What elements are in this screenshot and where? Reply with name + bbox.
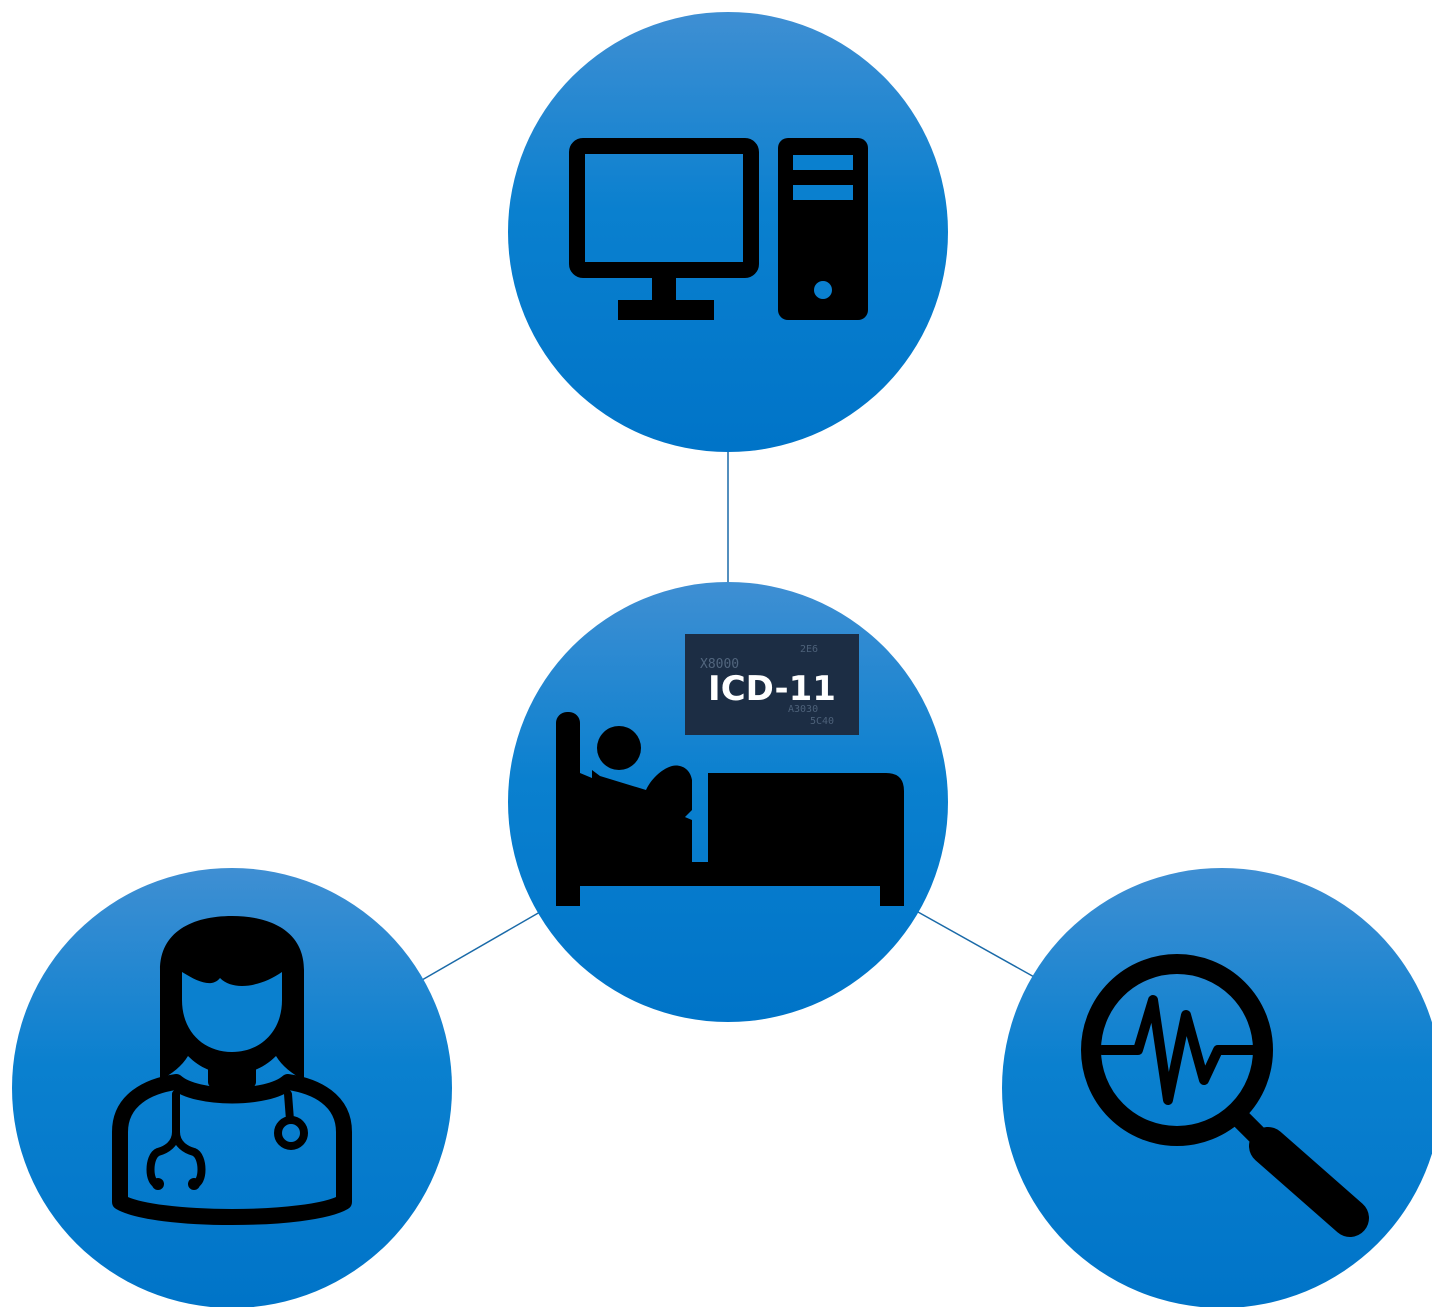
magnifier-heartbeat-icon [1081, 954, 1369, 1237]
node-analysis [1002, 868, 1432, 1307]
icd11-badge-label: ICD-11 [708, 669, 836, 709]
connector-right [917, 911, 1037, 979]
node-patient: X8000 2E6 A3030 5C40 ICD-11 [508, 582, 948, 1022]
icd11-badge-background [685, 634, 859, 735]
badge-code-2: 2E6 [800, 644, 818, 655]
node-computer [508, 12, 948, 452]
badge-code-1: X8000 [700, 657, 739, 672]
female-doctor-stethoscope-icon [112, 916, 352, 1225]
node-analysis-circle [1002, 868, 1432, 1307]
connector-left [421, 911, 541, 981]
desktop-computer-icon [569, 138, 868, 320]
icd11-badge: X8000 2E6 A3030 5C40 ICD-11 [685, 634, 859, 735]
badge-code-4: 5C40 [810, 716, 834, 727]
node-computer-circle [508, 12, 948, 452]
badge-code-3: A3030 [788, 704, 818, 715]
node-doctor [12, 868, 452, 1307]
hospital-bed-patient-icon [556, 712, 904, 906]
